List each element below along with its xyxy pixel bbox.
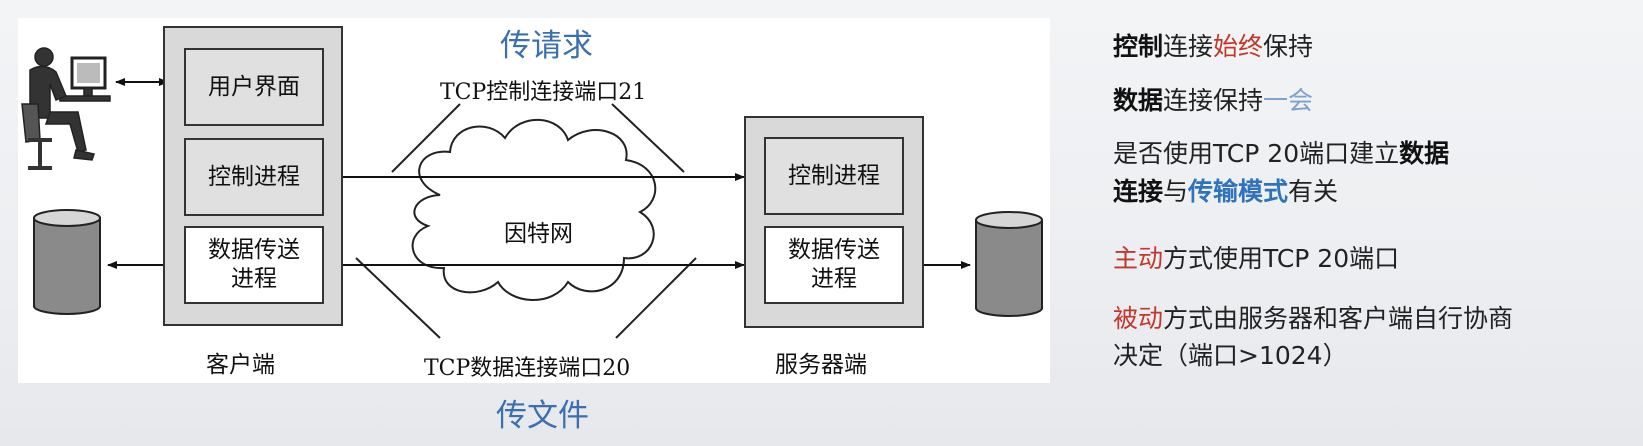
note-passive-mode-line1: 被动方式由服务器和客户端自行协商: [1113, 303, 1514, 333]
internet-cloud-icon: [411, 118, 657, 301]
file-label: 传文件: [496, 398, 589, 434]
note-port20-line2: 连接与传输模式有关: [1113, 176, 1339, 206]
server-data-label-2: 进程: [811, 266, 857, 292]
note-control-connection: 控制连接始终保持: [1113, 32, 1314, 61]
internet-label: 因特网: [504, 221, 573, 247]
client-data-label-2: 进程: [231, 266, 277, 292]
client-data-label-1: 数据传送: [208, 237, 300, 264]
server-label: 服务器端: [775, 352, 867, 378]
client-control-box: 控制进程: [184, 138, 324, 216]
client-control-label: 控制进程: [208, 163, 300, 190]
server-database-icon: [975, 211, 1043, 317]
user-computer-icon: [21, 47, 111, 170]
client-data-box: 数据传送 进程: [184, 226, 324, 304]
server-control-label: 控制进程: [788, 162, 880, 189]
data-port-label: TCP数据连接端口20: [424, 356, 631, 381]
client-ui-label: 用户界面: [208, 73, 300, 100]
server-control-box: 控制进程: [764, 137, 904, 215]
control-port-label: TCP控制连接端口21: [440, 80, 647, 105]
notes-panel: 控制连接始终保持 数据连接保持一会 是否使用TCP 20端口建立数据 连接与传输…: [1113, 28, 1513, 375]
client-database-icon: [33, 209, 101, 315]
note-active-mode: 主动方式使用TCP 20端口: [1113, 244, 1400, 273]
request-label: 传请求: [500, 28, 593, 64]
client-ui-box: 用户界面: [184, 48, 324, 126]
server-data-box: 数据传送 进程: [764, 226, 904, 304]
note-passive-mode-line2: 决定（端口>1024）: [1113, 341, 1348, 370]
client-label: 客户端: [206, 352, 275, 378]
note-data-connection: 数据连接保持一会: [1113, 85, 1314, 115]
note-port20-line1: 是否使用TCP 20端口建立数据: [1113, 139, 1450, 168]
server-data-label-1: 数据传送: [788, 237, 880, 264]
